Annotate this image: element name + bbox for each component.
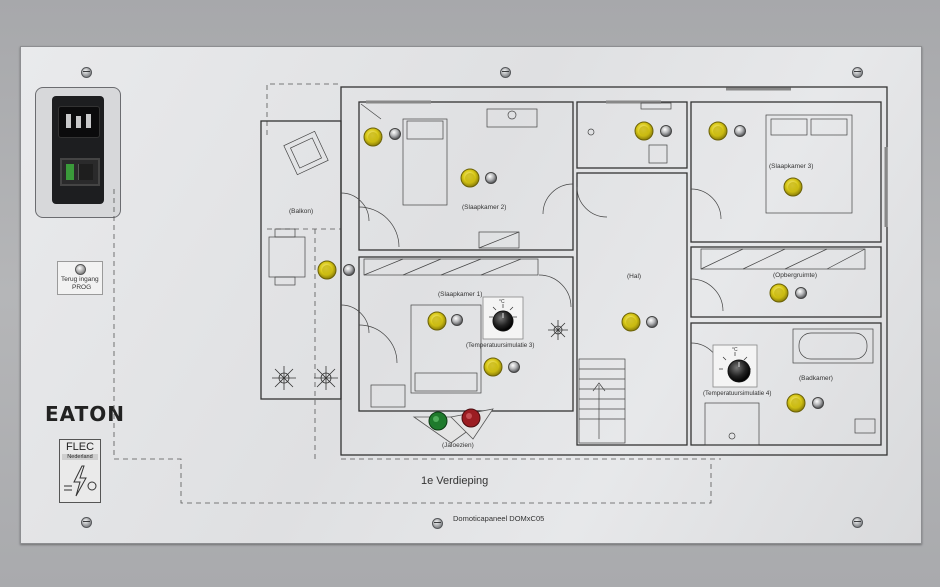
power-inlet-module	[35, 87, 121, 218]
screw-top-middle	[500, 67, 511, 78]
lamp-slaapkamer3-b	[783, 177, 803, 197]
lamp-opbergruimte	[769, 283, 789, 303]
temp-unit-4: °C	[732, 347, 738, 353]
temperature-dial-3[interactable]: °C	[482, 296, 524, 340]
toggle-balkon[interactable]	[343, 264, 355, 276]
model-label: Domoticapaneel DOMxC05	[453, 514, 544, 523]
lamp-balkon	[317, 260, 337, 280]
flec-lightning-icon	[64, 465, 97, 497]
dashed-wiring-lines	[113, 83, 721, 504]
power-inlet-body	[52, 96, 104, 204]
screw-top-right	[852, 67, 863, 78]
power-socket[interactable]	[58, 106, 100, 138]
floor-plan: (Balkon) (Slaapkamer 2) (Slaapkamer 1) (…	[113, 83, 888, 523]
room-label-jaloezien: (Jaloezien)	[442, 442, 474, 449]
screw-top-left	[81, 67, 92, 78]
lamp-slaapkamer2-b	[460, 168, 480, 188]
flec-subtitle: Nederland	[62, 454, 98, 460]
room-label-slaapkamer3: (Slaapkamer 3)	[769, 163, 813, 170]
lamp-wc	[634, 121, 654, 141]
floor-label: 1e Verdieping	[421, 475, 488, 487]
temp-unit-3: °C	[499, 299, 505, 305]
lamp-slaapkamer2-a	[363, 127, 383, 147]
room-label-slaapkamer2: (Slaapkamer 2)	[462, 204, 506, 211]
prog-label-line2: PROG	[72, 284, 92, 291]
prog-toggle-icon[interactable]	[75, 264, 86, 275]
toggle-slaapkamer1-b[interactable]	[508, 361, 520, 373]
jaloezien-indicators	[412, 408, 494, 444]
screw-bottom-middle	[432, 518, 443, 529]
building-walls	[260, 86, 888, 456]
toggle-badkamer[interactable]	[812, 397, 824, 409]
domotica-panel: Terug ingang PROG EATON FLEC Nederland	[20, 46, 922, 544]
temperature-dial-4[interactable]: °C	[712, 344, 758, 388]
toggle-hal[interactable]	[646, 316, 658, 328]
toggle-slaapkamer2-a[interactable]	[389, 128, 401, 140]
flec-logo: FLEC Nederland	[59, 439, 101, 503]
power-switch[interactable]	[60, 158, 100, 186]
lamp-badkamer	[786, 393, 806, 413]
screw-bottom-left	[81, 517, 92, 528]
room-label-hal: (Hal)	[627, 273, 641, 280]
prog-button-box: Terug ingang PROG	[57, 261, 103, 295]
floor-plan-details	[268, 87, 888, 446]
lamp-slaapkamer1-a	[427, 311, 447, 331]
light-sensor-icons	[272, 320, 568, 390]
temp-label-4: (Temperatuursimulatie 4)	[703, 390, 771, 397]
toggle-slaapkamer1-a[interactable]	[451, 314, 463, 326]
toggle-opbergruimte[interactable]	[795, 287, 807, 299]
temp-label-3: (Temperatuursimulatie 3)	[466, 342, 534, 349]
room-label-opbergruimte: (Opbergruimte)	[773, 272, 817, 279]
toggle-slaapkamer2-b[interactable]	[485, 172, 497, 184]
room-label-balkon: (Balkon)	[289, 208, 313, 215]
prog-label-line1: Terug ingang	[61, 276, 99, 283]
lamp-slaapkamer3-a	[708, 121, 728, 141]
screw-bottom-right	[852, 517, 863, 528]
room-label-slaapkamer1: (Slaapkamer 1)	[438, 291, 482, 298]
flec-title: FLEC	[65, 441, 95, 453]
room-label-badkamer: (Badkamer)	[799, 375, 833, 382]
lamp-hal	[621, 312, 641, 332]
lamp-slaapkamer1-b	[483, 357, 503, 377]
toggle-slaapkamer3-a[interactable]	[734, 125, 746, 137]
eaton-logo: EATON	[45, 402, 125, 426]
toggle-wc[interactable]	[660, 125, 672, 137]
